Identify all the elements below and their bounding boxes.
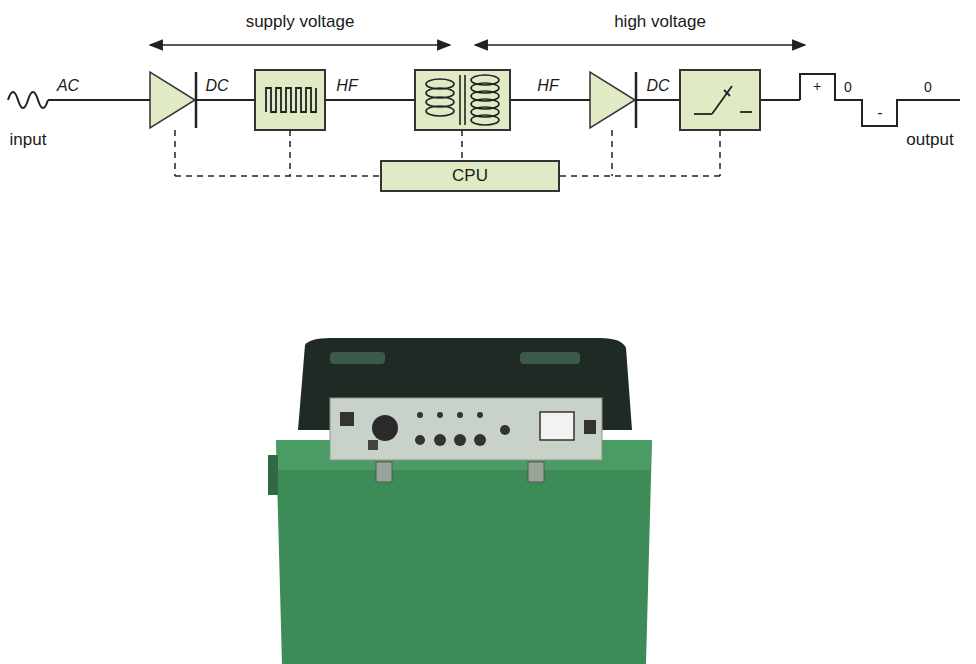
port-label: output: [906, 131, 953, 150]
signal-label: AC: [57, 77, 79, 95]
signal-wire: [325, 99, 415, 101]
signal-wire: [760, 99, 800, 101]
device-photo: [415, 435, 425, 445]
signal-wire: [510, 99, 590, 101]
device-photo: [454, 434, 466, 446]
control-lines: [611, 130, 613, 176]
inverter-block: [255, 70, 325, 130]
range-label: supply voltage: [246, 13, 355, 32]
device-photo: [474, 434, 486, 446]
device-photo: [500, 425, 510, 435]
device-photo: [437, 412, 443, 418]
transformer-block: [464, 75, 466, 125]
device-photo: [268, 455, 278, 495]
device-photo: [584, 420, 596, 434]
switch-block: [740, 111, 752, 113]
device-photo: [340, 412, 354, 426]
inverter-block: [255, 70, 325, 130]
rectifier-symbol: [150, 72, 195, 128]
sine-wave: [8, 92, 48, 108]
device-photo: [330, 398, 602, 460]
device-photo: [434, 434, 446, 446]
switch-block: [694, 113, 712, 115]
signal-wire: [48, 99, 150, 101]
device-photo: [372, 415, 398, 441]
transformer-block: [426, 106, 454, 116]
switch-block: [712, 86, 732, 114]
signal-label: DC: [205, 77, 228, 95]
switch-block: [724, 90, 730, 96]
device-photo: [457, 412, 463, 418]
control-lines: [174, 130, 176, 176]
device-photo: [368, 440, 378, 450]
device-photo: [417, 412, 423, 418]
port-label: input: [10, 131, 47, 150]
signal-label: HF: [336, 77, 357, 95]
rectifier-symbol: [195, 72, 198, 128]
level-label: 0: [844, 80, 852, 95]
transformer-block: [459, 75, 461, 125]
inverter-block: [266, 88, 316, 112]
switch-block: [680, 70, 760, 130]
transformer-block: [415, 70, 510, 130]
device-photo: [520, 352, 580, 364]
device-photo: [540, 412, 574, 440]
output-waveform: [800, 74, 960, 126]
device-photo: [330, 352, 385, 364]
rectifier-symbol: [590, 72, 636, 128]
range-label: high voltage: [614, 13, 706, 32]
device-photo: [268, 338, 652, 664]
device-photo: [276, 440, 652, 664]
signal-wire: [196, 99, 255, 101]
device-photo: [477, 412, 483, 418]
control-lines: [719, 130, 721, 176]
control-lines: [461, 130, 463, 160]
transformer-block: [415, 70, 510, 130]
signal-label: HF: [537, 77, 558, 95]
cpu-label: CPU: [452, 166, 488, 186]
device-photo: [376, 462, 392, 482]
level-label: 0: [924, 80, 932, 95]
process-box: CPU: [380, 160, 560, 192]
control-lines: [560, 175, 720, 177]
control-lines: [289, 130, 291, 176]
rectifier-symbol: [150, 72, 196, 128]
rectifier-symbol: [635, 72, 638, 128]
polarity-mark: +: [813, 79, 821, 94]
signal-wire: [636, 99, 680, 101]
range-arrows: [150, 44, 450, 46]
device-photo: [528, 462, 544, 482]
range-arrows: [475, 44, 805, 46]
switch-block: [680, 70, 760, 130]
signal-label: DC: [646, 77, 669, 95]
control-lines: [175, 175, 380, 177]
transformer-block: [471, 115, 499, 125]
polarity-mark: -: [877, 104, 882, 122]
range-arrows: [150, 45, 805, 46]
rectifier-symbol: [590, 72, 635, 128]
